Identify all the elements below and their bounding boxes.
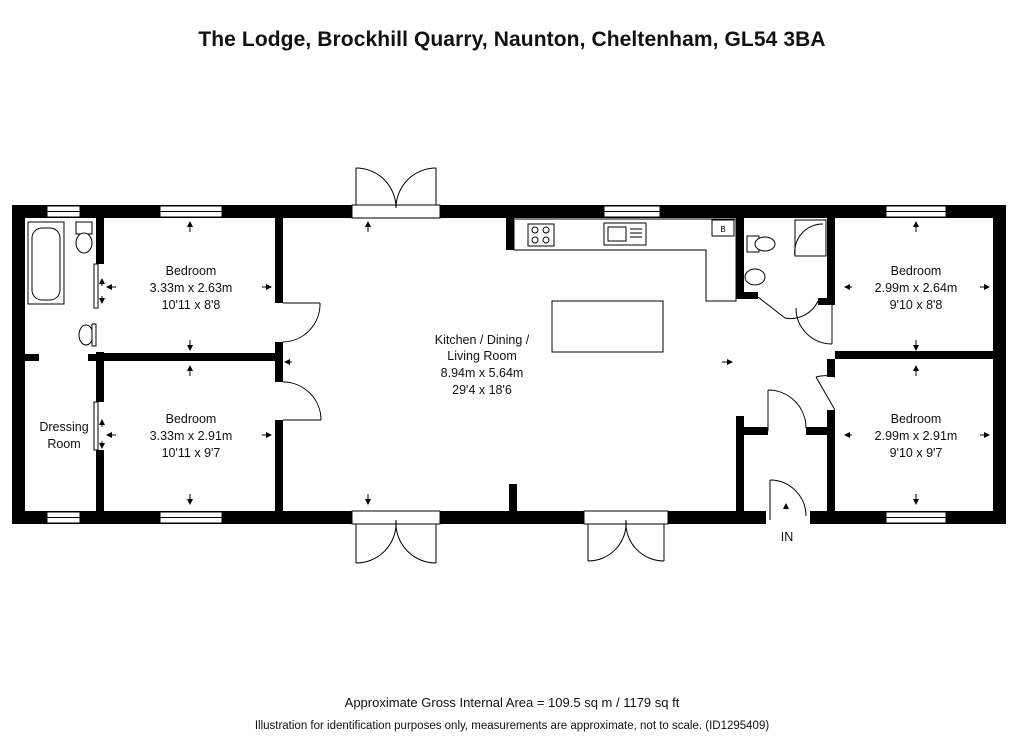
bedroom-bottom-right-imperial: 9'10 x 9'7 <box>890 446 943 460</box>
doors <box>93 167 836 564</box>
kitchen-line1: Kitchen / Dining / <box>435 333 530 347</box>
fixtures <box>27 218 827 353</box>
bedroom-top-right-metric: 2.99m x 2.64m <box>875 281 958 295</box>
plan-title: The Lodge, Brockhill Quarry, Naunton, Ch… <box>198 28 826 51</box>
bedroom-top-left-metric: 3.33m x 2.63m <box>150 281 233 295</box>
outer-walls <box>12 205 1006 524</box>
bedroom-top-right-name: Bedroom <box>891 264 942 278</box>
boiler-label: B <box>720 225 725 234</box>
entrance-label: IN <box>781 530 794 544</box>
bedroom-top-right-imperial: 9'10 x 8'8 <box>890 298 943 312</box>
bedroom-bottom-left-name: Bedroom <box>166 412 217 426</box>
kitchen-line2: Living Room <box>447 349 516 363</box>
bedroom-top-left-imperial: 10'11 x 8'8 <box>162 298 221 312</box>
disclaimer-text: Illustration for identification purposes… <box>254 720 770 732</box>
bedroom-bottom-left-imperial: 10'11 x 9'7 <box>162 446 221 460</box>
room-labels: Bedroom 3.33m x 2.63m 10'11 x 8'8 Bedroo… <box>39 225 957 544</box>
kitchen-metric: 8.94m x 5.64m <box>441 366 524 380</box>
bedroom-top-left-name: Bedroom <box>166 264 217 278</box>
dressing-room-line2: Room <box>47 437 80 451</box>
bedroom-bottom-left-metric: 3.33m x 2.91m <box>150 429 233 443</box>
windows <box>46 205 947 524</box>
dimension-arrows <box>99 221 990 510</box>
dressing-room-line1: Dressing <box>39 420 88 434</box>
bedroom-bottom-right-metric: 2.99m x 2.91m <box>875 429 958 443</box>
internal-walls <box>25 218 993 511</box>
kitchen-imperial: 29'4 x 18'6 <box>452 383 512 397</box>
gross-area-text: Approximate Gross Internal Area = 109.5 … <box>344 695 680 710</box>
bedroom-bottom-right-name: Bedroom <box>891 412 942 426</box>
